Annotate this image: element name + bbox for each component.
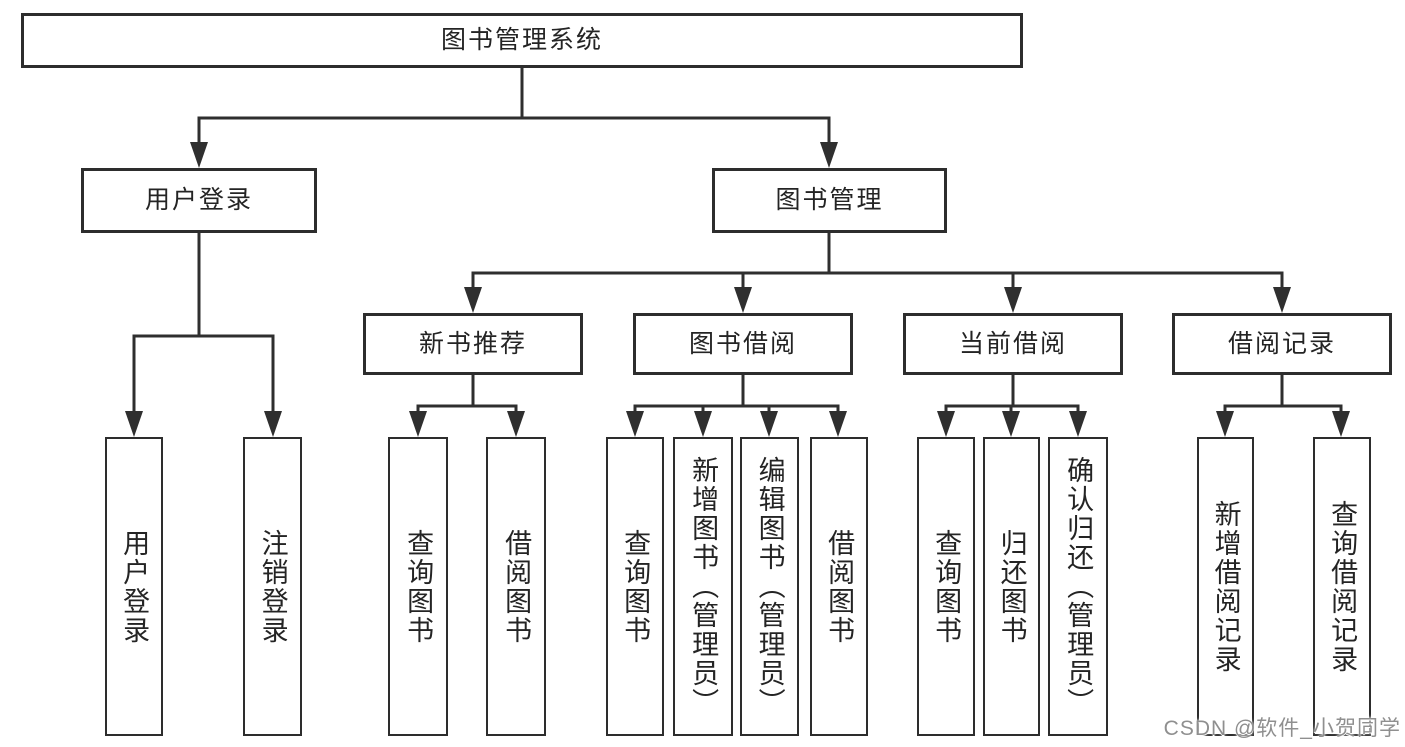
node-label: 查询图书 bbox=[931, 528, 962, 645]
connector-line bbox=[132, 232, 275, 414]
leaf-logout: 注销登录 bbox=[243, 437, 302, 736]
node-label: 归还图书 bbox=[996, 528, 1027, 645]
node-label: 用户登录 bbox=[119, 528, 150, 645]
connector-line bbox=[944, 375, 1080, 414]
connector-line bbox=[471, 233, 1284, 290]
node-user-login: 用户登录 bbox=[81, 168, 317, 233]
arrowhead bbox=[1273, 287, 1291, 313]
node-label: 确认归还（管理员） bbox=[1063, 456, 1094, 717]
leaf-records-add-record: 新增借阅记录 bbox=[1197, 437, 1254, 736]
leaf-borrow-edit-book-admin: 编辑图书（管理员） bbox=[740, 437, 799, 736]
arrowhead bbox=[734, 287, 752, 313]
leaf-recommend-query-book: 查询图书 bbox=[388, 437, 448, 736]
leaf-user-login: 用户登录 bbox=[105, 437, 163, 736]
connector-line bbox=[416, 375, 518, 414]
connector-line bbox=[1223, 375, 1343, 414]
arrowhead bbox=[1069, 411, 1087, 437]
arrowhead bbox=[760, 411, 778, 437]
leaf-borrow-query-book: 查询图书 bbox=[606, 437, 664, 736]
node-label: 编辑图书（管理员） bbox=[754, 456, 785, 717]
node-book-management: 图书管理 bbox=[712, 168, 947, 233]
node-label: 新书推荐 bbox=[418, 329, 527, 358]
arrowhead bbox=[694, 411, 712, 437]
arrowhead bbox=[125, 411, 143, 437]
arrowhead bbox=[1004, 287, 1022, 313]
arrowhead bbox=[1216, 411, 1234, 437]
leaf-borrow-borrow-book: 借阅图书 bbox=[810, 437, 868, 736]
leaf-current-query-book: 查询图书 bbox=[917, 437, 975, 736]
node-label: 新增借阅记录 bbox=[1210, 499, 1241, 674]
node-borrow-records: 借阅记录 bbox=[1172, 313, 1392, 375]
node-book-borrow: 图书借阅 bbox=[633, 313, 853, 375]
node-label: 图书管理 bbox=[775, 186, 884, 214]
arrowhead bbox=[1002, 411, 1020, 437]
arrowhead bbox=[829, 411, 847, 437]
node-label: 当前借阅 bbox=[958, 329, 1067, 358]
connector-line bbox=[197, 68, 831, 146]
arrowhead bbox=[464, 287, 482, 313]
node-label: 借阅记录 bbox=[1227, 329, 1336, 358]
node-library-management-system: 图书管理系统 bbox=[21, 13, 1023, 68]
node-label: 查询借阅记录 bbox=[1327, 499, 1358, 674]
node-new-book-recommend: 新书推荐 bbox=[363, 313, 583, 375]
arrowhead bbox=[1332, 411, 1350, 437]
arrowhead bbox=[820, 142, 838, 168]
arrowhead bbox=[409, 411, 427, 437]
watermark: CSDN @软件_小贺同学 bbox=[1163, 717, 1401, 740]
node-label: 查询图书 bbox=[403, 528, 434, 645]
node-label: 用户登录 bbox=[144, 186, 253, 214]
node-current-borrow: 当前借阅 bbox=[903, 313, 1123, 375]
leaf-current-confirm-return-admin: 确认归还（管理员） bbox=[1048, 437, 1108, 736]
arrowhead bbox=[937, 411, 955, 437]
node-label: 借阅图书 bbox=[501, 528, 532, 645]
connector-line bbox=[633, 375, 840, 414]
node-label: 借阅图书 bbox=[824, 528, 855, 645]
node-label: 图书借阅 bbox=[688, 329, 797, 358]
arrowhead bbox=[507, 411, 525, 437]
leaf-borrow-add-book-admin: 新增图书（管理员） bbox=[673, 437, 733, 736]
leaf-current-return-book: 归还图书 bbox=[983, 437, 1040, 736]
node-label: 新增图书（管理员） bbox=[688, 456, 719, 717]
node-label: 查询图书 bbox=[620, 528, 651, 645]
leaf-recommend-borrow-book: 借阅图书 bbox=[486, 437, 546, 736]
arrowhead bbox=[190, 142, 208, 168]
arrowhead bbox=[626, 411, 644, 437]
leaf-records-query-record: 查询借阅记录 bbox=[1313, 437, 1371, 736]
node-label: 图书管理系统 bbox=[440, 26, 603, 54]
arrowhead bbox=[264, 411, 282, 437]
node-label: 注销登录 bbox=[257, 528, 288, 645]
